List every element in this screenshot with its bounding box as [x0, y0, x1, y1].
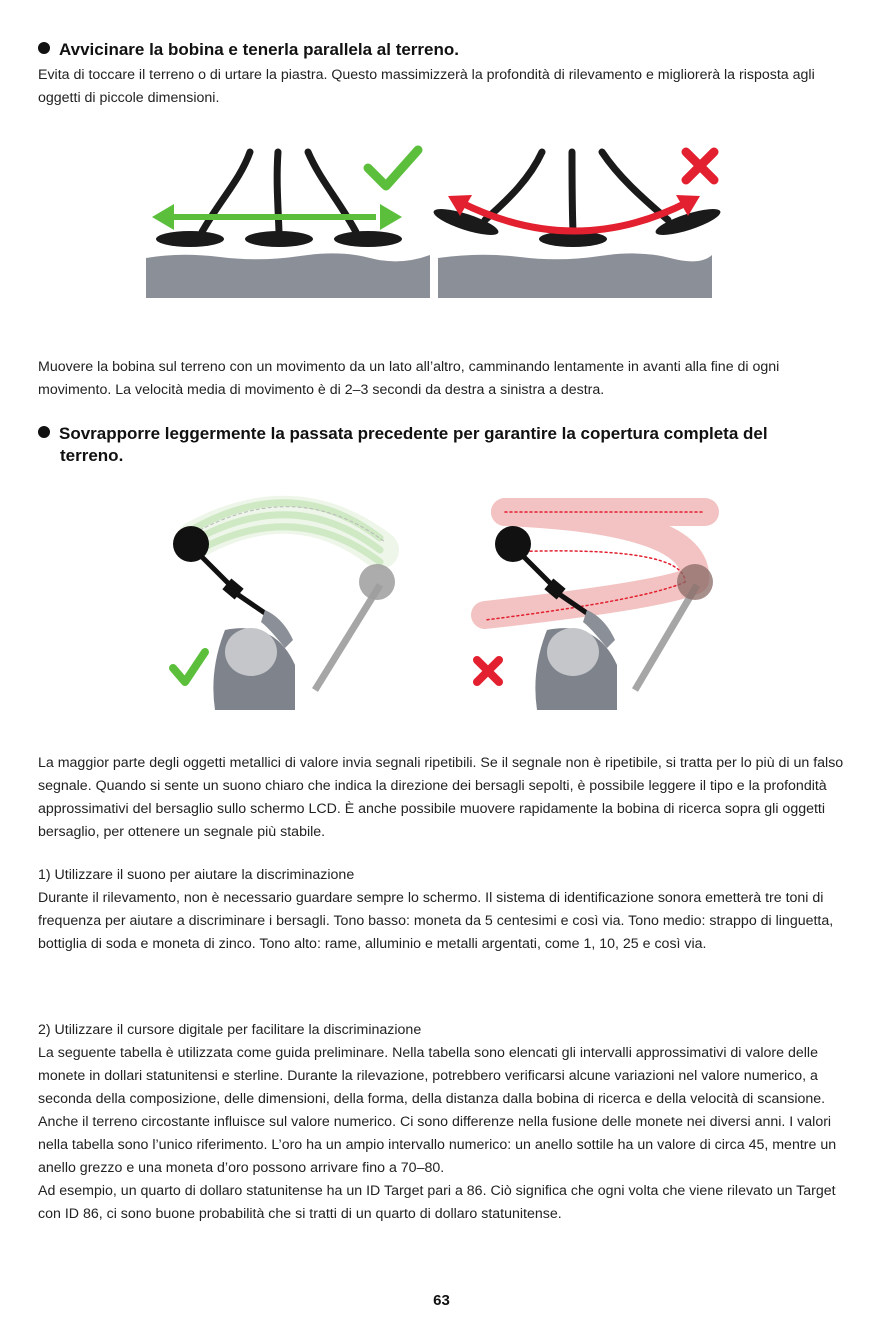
check-mark-icon — [169, 648, 209, 686]
section2-heading: Sovrapporre leggermente la passata prece… — [38, 423, 768, 467]
section1-intro: Evita di toccare il terreno o di urtare … — [38, 67, 815, 106]
section1-heading: Avvicinare la bobina e tenerla parallela… — [38, 39, 459, 61]
item1-block: 1) Utilizzare il suono per aiutare la di… — [38, 864, 850, 956]
red-curved-arrow-icon — [448, 195, 700, 235]
sweep-overlap-figure — [169, 495, 719, 710]
page-number: 63 — [433, 1292, 450, 1309]
item2-example: Ad esempio, un quarto di dollaro statuni… — [38, 1183, 836, 1222]
coil-parallel-figure — [146, 145, 721, 298]
item2-body: La seguente tabella è utilizzata come gu… — [38, 1045, 837, 1176]
cross-mark-icon — [681, 147, 719, 185]
item1-body: Durante il rilevamento, non è necessario… — [38, 890, 834, 952]
good-sweep-trails — [176, 495, 399, 569]
section1-after-figure: Muovere la bobina sul terreno con un mov… — [38, 359, 780, 398]
person-good — [173, 526, 395, 710]
item2-block: 2) Utilizzare il cursore digitale per fa… — [38, 1019, 850, 1226]
bullet-dot-icon — [38, 42, 50, 54]
coils-good — [156, 231, 402, 247]
check-mark-icon — [363, 145, 423, 191]
ground-block-left — [146, 253, 430, 298]
coils-bad — [433, 209, 721, 247]
item1-title: 1) Utilizzare il suono per aiutare la di… — [38, 867, 355, 883]
cross-mark-icon — [473, 656, 503, 686]
bullet-dot-icon — [38, 426, 50, 438]
item2-title: 2) Utilizzare il cursore digitale per fa… — [38, 1022, 422, 1038]
green-double-arrow-icon — [152, 204, 402, 230]
section2-after-figure: La maggior parte degli oggetti metallici… — [38, 755, 844, 840]
person-bad — [495, 526, 713, 710]
detector-shafts-good — [198, 148, 360, 236]
ground-block-right — [438, 253, 712, 298]
